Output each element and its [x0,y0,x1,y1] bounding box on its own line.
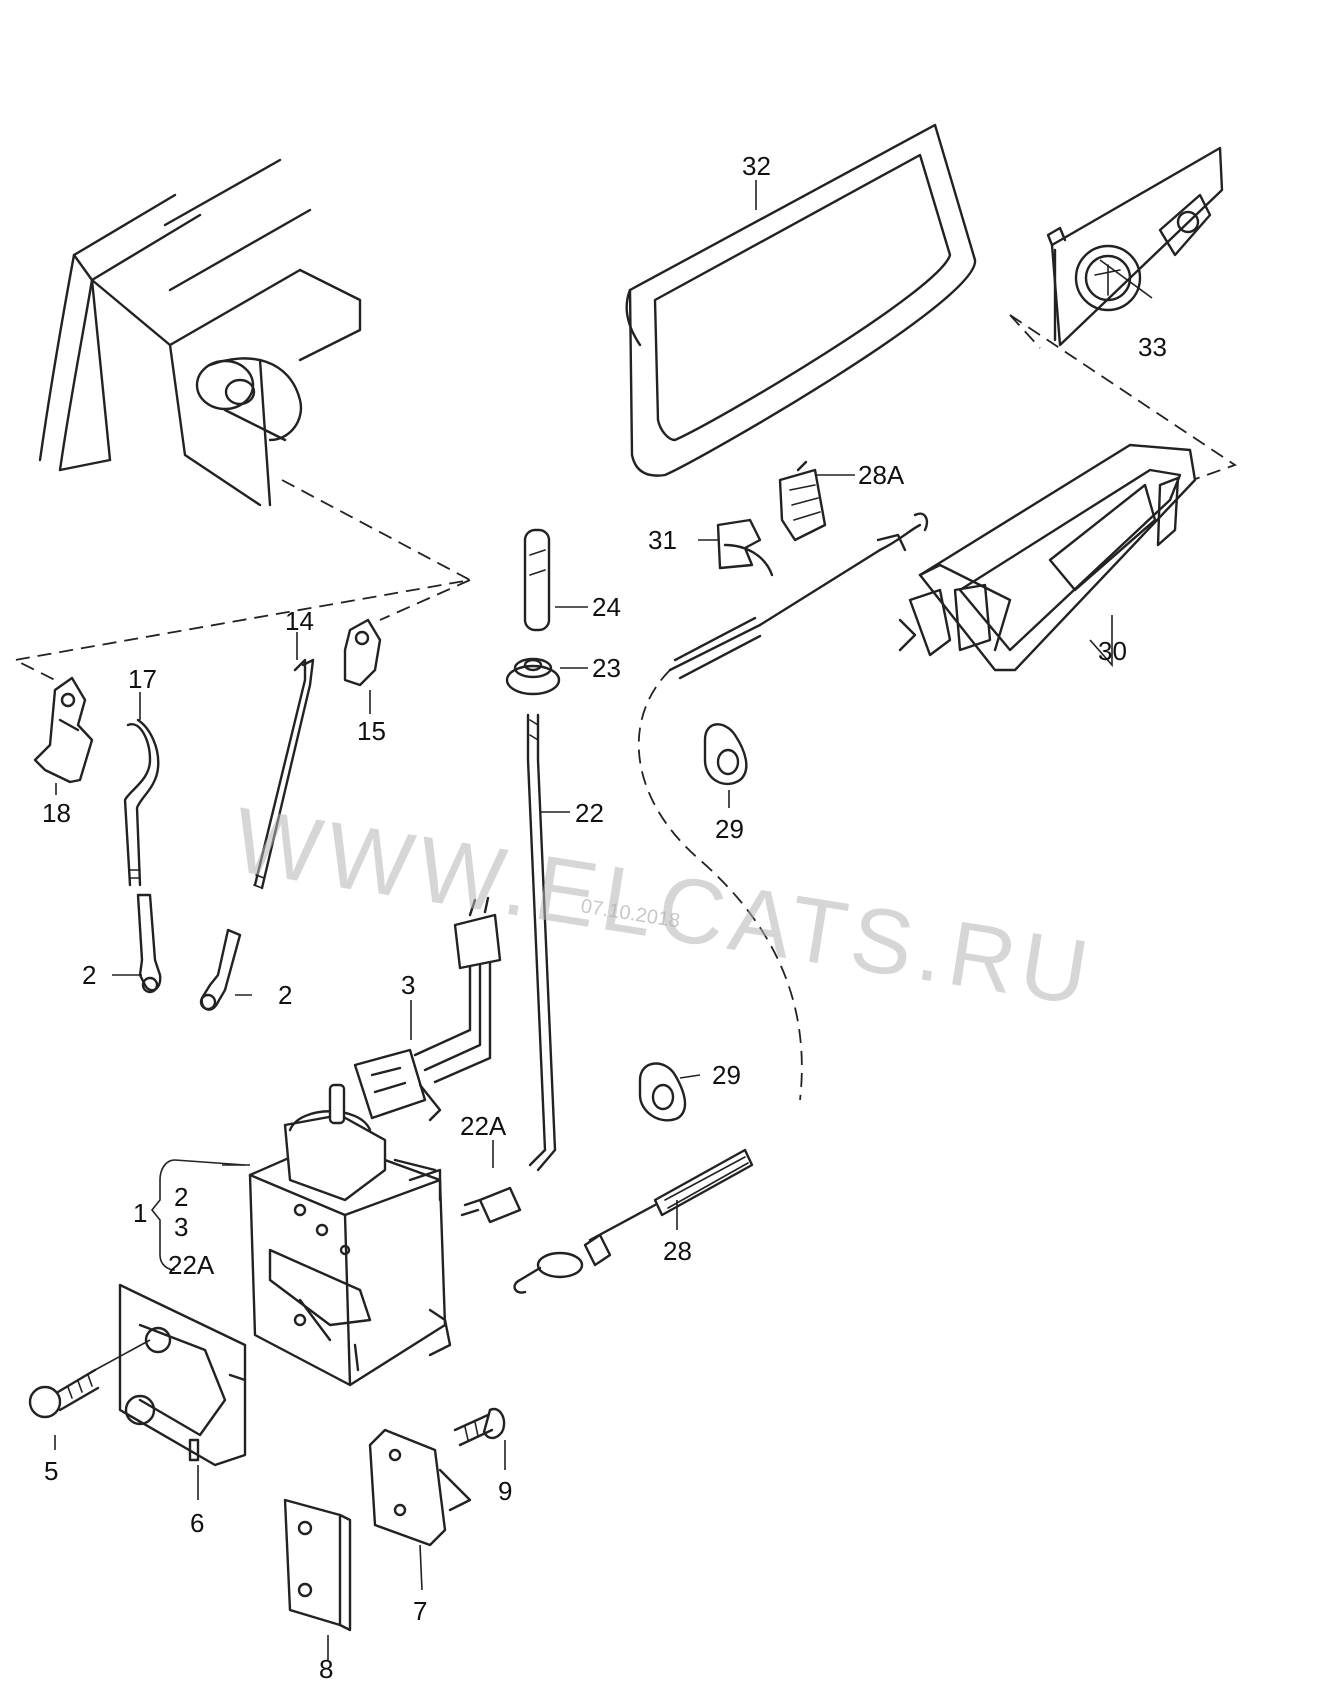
part-7-plate [368,1428,472,1547]
part-2-rod-end-left [136,893,162,994]
callout-2-right: 2 [278,980,292,1010]
callout-28: 28 [663,1236,692,1266]
callout-7: 7 [413,1596,427,1626]
callout-28a: 28A [858,460,905,490]
part-6-bracket [118,1283,247,1467]
callout-24: 24 [592,592,621,622]
part-17-rod [123,718,160,887]
callout-18: 18 [42,798,71,828]
callout-8: 8 [319,1654,333,1681]
part-28-cable-upper [668,512,929,680]
callout-1: 1 [133,1198,147,1228]
callout-labels: 32 33 28A 31 24 23 30 14 15 17 18 22 29 … [42,151,1167,1681]
part-22a-connector [460,1186,522,1224]
callout-32: 32 [742,151,771,181]
part-9-screw [453,1407,506,1447]
watermark: WWW.ELCATS.RU 07.10.2018 [227,789,1101,1026]
callout-15: 15 [357,716,386,746]
callout-6: 6 [190,1508,204,1538]
callout-30: 30 [1098,636,1127,666]
leader-lines [54,180,1153,1660]
callout-1-sub-3: 3 [174,1212,188,1242]
callout-14: 14 [285,606,314,636]
callout-29-lower: 29 [712,1060,741,1090]
callout-31: 31 [648,525,677,555]
tailgate-body [38,158,362,507]
callout-1-sub-22a: 22A [168,1250,215,1280]
part-32-seal [625,123,977,477]
callout-17: 17 [128,664,157,694]
part-3-harness [353,896,502,1122]
part-29-clip-lower [638,1062,687,1122]
part-28a-switch [778,460,827,542]
callout-9: 9 [498,1476,512,1506]
part-8-plate [283,1498,352,1632]
part-28-cable-lower [513,1148,754,1294]
part-30-handle [898,443,1197,672]
part-24-rod [523,528,551,632]
part-33-panel [1046,146,1224,347]
part-29-clip-upper [703,723,748,786]
part-18-hook [33,676,94,784]
part-31-clip [716,518,774,577]
callout-23: 23 [592,653,621,683]
part-23-grommet [505,657,561,696]
callout-5: 5 [44,1456,58,1486]
part-1-lock [248,1083,452,1387]
callout-2-left: 2 [82,960,96,990]
callout-22a-connector: 22A [460,1111,507,1141]
callout-1-sub-2: 2 [174,1182,188,1212]
callout-29-upper: 29 [715,814,744,844]
part-2-rod-end-right [199,928,242,1011]
part-5-screw [28,1339,151,1419]
callout-33: 33 [1138,332,1167,362]
part-22-rod [526,713,557,1172]
callout-3-harness: 3 [401,970,415,1000]
part-14-rod [253,658,315,890]
callout-22: 22 [575,798,604,828]
part-15-clip [343,618,382,687]
